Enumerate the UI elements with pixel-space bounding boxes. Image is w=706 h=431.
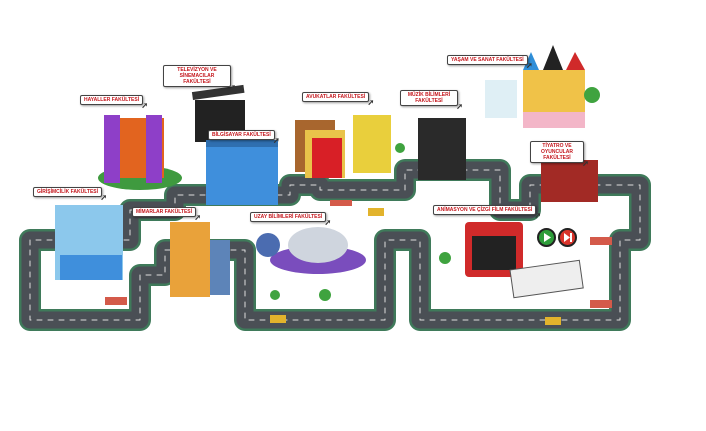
tiyatro-building[interactable]	[541, 160, 598, 202]
next-icon	[564, 233, 572, 242]
bilgisayar-building[interactable]	[206, 140, 278, 205]
label-text: BİLGİSAYAR FAKÜLTESİ	[212, 132, 271, 138]
label-televizyon[interactable]: TELEVİZYON VE SİNEMACILAR FAKÜLTESİ ➚	[163, 65, 236, 92]
label-text: MİMARLAR FAKÜLTESİ	[136, 209, 193, 215]
play-button[interactable]	[537, 228, 556, 247]
pointer-cursor-icon: ➚	[582, 159, 589, 168]
label-text: TİYATRO VE OYUNCULAR FAKÜLTESİ	[541, 143, 573, 161]
label-uzay[interactable]: UZAY BİLİMLERİ FAKÜLTESİ➚	[250, 212, 331, 227]
label-hayaller[interactable]: HAYALLER FAKÜLTESİ➚	[80, 95, 148, 110]
label-avukatlar[interactable]: AVUKATLAR FAKÜLTESİ➚	[302, 92, 374, 107]
next-button[interactable]	[558, 228, 577, 247]
label-text: MÜZİK BİLİMLERİ FAKÜLTESİ	[407, 92, 451, 104]
girisimcilik-building[interactable]	[55, 205, 123, 280]
pointer-cursor-icon: ➚	[229, 83, 236, 92]
label-girisimcilik[interactable]: GİRİŞİMCİLİK FAKÜLTESİ➚	[33, 187, 107, 202]
label-text: AVUKATLAR FAKÜLTESİ	[306, 94, 366, 100]
hayaller-building[interactable]	[98, 115, 182, 190]
label-text: GİRİŞİMCİLİK FAKÜLTESİ	[37, 189, 99, 195]
benches	[105, 200, 612, 308]
avukatlar-building[interactable]	[295, 115, 391, 178]
pointer-cursor-icon: ➚	[534, 211, 542, 220]
label-yasam[interactable]: YAŞAM VE SANAT FAKÜLTESİ➚	[447, 55, 533, 70]
pointer-cursor-icon: ➚	[273, 136, 280, 145]
label-text: ANİMASYON VE ÇİZGİ FİLM FAKÜLTESİ	[437, 207, 533, 213]
pointer-cursor-icon: ➚	[456, 102, 463, 111]
uzay-building[interactable]	[256, 227, 366, 274]
pointer-cursor-icon: ➚	[141, 101, 149, 110]
trees	[270, 143, 451, 301]
muzik-building[interactable]	[418, 118, 466, 180]
label-mimarlar[interactable]: MİMARLAR FAKÜLTESİ➚	[132, 207, 201, 222]
label-text: YAŞAM VE SANAT FAKÜLTESİ	[451, 57, 524, 63]
pointer-cursor-icon: ➚	[367, 98, 375, 107]
label-text: HAYALLER FAKÜLTESİ	[84, 97, 140, 103]
vans	[270, 208, 561, 325]
pointer-cursor-icon: ➚	[324, 218, 332, 227]
pointer-cursor-icon: ➚	[100, 193, 108, 202]
play-icon	[544, 233, 551, 242]
label-bilgisayar[interactable]: BİLGİSAYAR FAKÜLTESİ➚	[208, 130, 280, 145]
yasam-building[interactable]	[485, 45, 600, 128]
pointer-cursor-icon: ➚	[526, 61, 533, 70]
pointer-cursor-icon: ➚	[194, 213, 202, 222]
label-muzik[interactable]: MÜZİK BİLİMLERİ FAKÜLTESİ ➚	[400, 90, 463, 111]
mimarlar-building[interactable]	[170, 222, 230, 297]
animasyon-building[interactable]	[465, 222, 584, 299]
label-animasyon[interactable]: ANİMASYON VE ÇİZGİ FİLM FAKÜLTESİ➚	[433, 205, 541, 220]
label-text: UZAY BİLİMLERİ FAKÜLTESİ	[254, 214, 323, 220]
label-tiyatro[interactable]: TİYATRO VE OYUNCULAR FAKÜLTESİ ➚	[530, 141, 589, 168]
label-text: TELEVİZYON VE SİNEMACILAR FAKÜLTESİ	[177, 67, 217, 85]
